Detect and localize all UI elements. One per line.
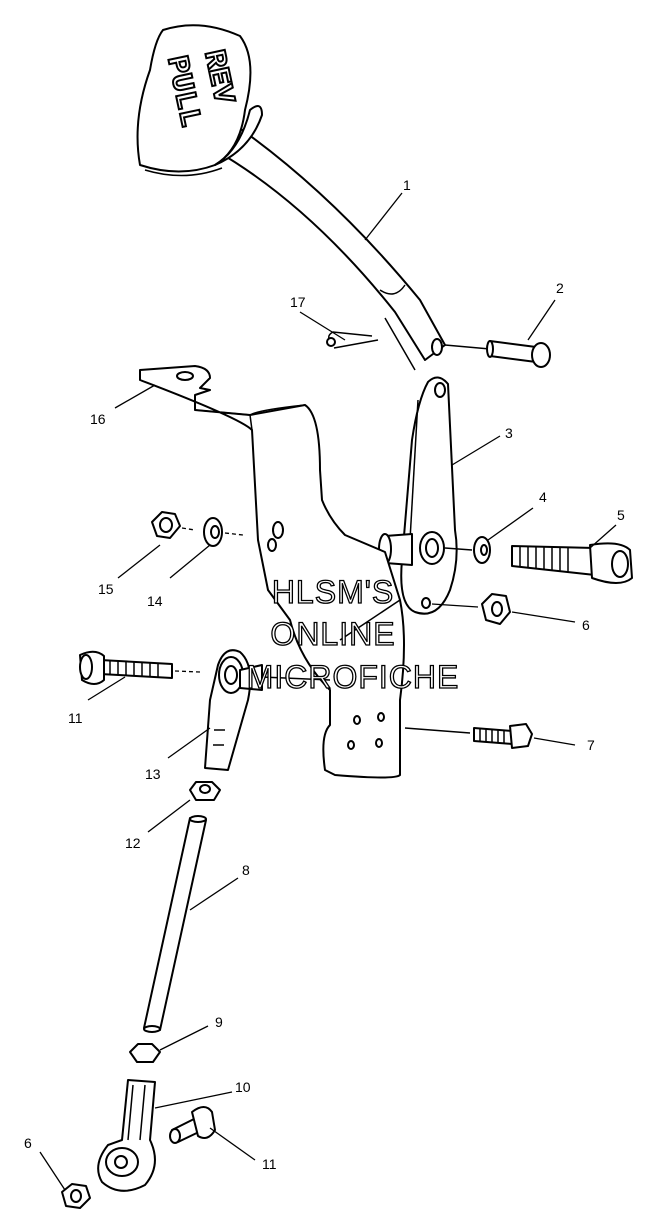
callout-labels: 1 2 17 16 3 4 5 15 14 6 11 7 13 12 8 9 1… — [24, 177, 625, 1172]
callout-1: 1 — [403, 177, 411, 193]
callout-11-top: 11 — [68, 710, 83, 726]
bolt-11-top — [79, 650, 201, 685]
washer-4 — [444, 536, 491, 564]
callout-3: 3 — [505, 425, 513, 441]
mounting-bracket — [139, 365, 405, 779]
callout-13: 13 — [145, 766, 161, 782]
watermark-line-3: MICROFICHE — [247, 659, 460, 695]
link-arm — [378, 376, 458, 615]
callout-17: 17 — [290, 294, 306, 310]
jam-nut-9 — [129, 1043, 161, 1063]
rod-8 — [143, 815, 207, 1033]
callout-8: 8 — [242, 862, 250, 878]
watermark-line-2: ONLINE — [270, 616, 395, 652]
callout-16: 16 — [90, 411, 106, 427]
rod-end-10 — [97, 1079, 156, 1192]
nut-15 — [151, 511, 196, 539]
callout-15: 15 — [98, 581, 114, 597]
cotter-pin — [326, 331, 379, 349]
callout-9: 9 — [215, 1014, 223, 1030]
bolt-11-bottom — [169, 1106, 216, 1144]
watermark-line-1: HLSM'S — [272, 574, 394, 610]
reverse-lever-handle: PULL REV — [136, 24, 446, 371]
callout-6-bottom: 6 — [24, 1135, 32, 1151]
watermark: HLSM'S ONLINE MICROFICHE — [246, 573, 460, 695]
callout-14: 14 — [147, 593, 163, 609]
callout-11-bottom: 11 — [262, 1156, 277, 1172]
callout-12: 12 — [125, 835, 141, 851]
ball-joint-13 — [204, 649, 331, 771]
nut-6-bottom — [61, 1183, 91, 1209]
callout-6-top: 6 — [582, 617, 590, 633]
bolt-5 — [511, 542, 633, 584]
clevis-pin — [444, 340, 551, 368]
jam-nut-12 — [189, 781, 221, 801]
leader-lines — [39, 192, 617, 1191]
screw-7 — [404, 723, 533, 749]
washer-14 — [203, 517, 244, 547]
callout-5: 5 — [617, 507, 625, 523]
callout-2: 2 — [556, 280, 564, 296]
nut-6-top — [431, 593, 511, 625]
callout-7: 7 — [587, 737, 595, 753]
callout-10: 10 — [235, 1079, 251, 1095]
callout-4: 4 — [539, 489, 547, 505]
